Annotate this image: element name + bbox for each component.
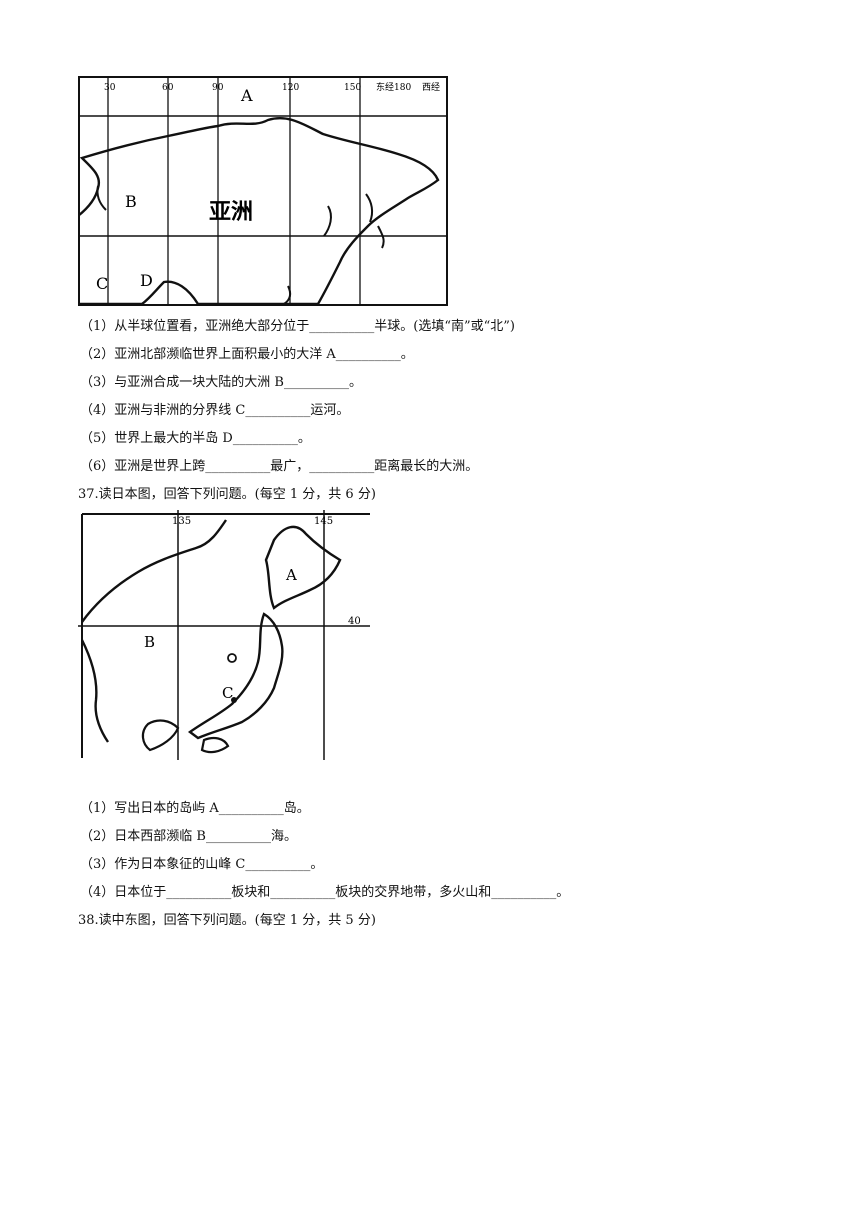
- asia-tick-30: 30: [104, 83, 116, 93]
- asia-tick-60: 60: [162, 83, 174, 93]
- japan-question-2: （2）日本西部濒临 B__________海。: [80, 829, 297, 844]
- asia-label-b: B: [125, 192, 137, 211]
- japan-question-1: （1）写出日本的岛屿 A__________岛。: [80, 801, 310, 816]
- japan-label-c: C: [222, 684, 233, 702]
- asia-question-5: （5）世界上最大的半岛 D__________。: [80, 431, 311, 446]
- asia-question-4: （4）亚洲与非洲的分界线 C__________运河。: [80, 403, 350, 418]
- asia-map: 亚洲 A B C D 30 60 90 120 150 东经180 西经: [78, 76, 450, 306]
- asia-tick-90: 90: [212, 83, 224, 93]
- japan-tick-40: 40: [348, 616, 361, 627]
- question-38-heading: 38.读中东图，回答下列问题。(每空 1 分，共 5 分): [78, 913, 376, 928]
- question-37-heading: 37.读日本图，回答下列问题。(每空 1 分，共 6 分): [78, 487, 376, 502]
- asia-tick-120: 120: [282, 83, 299, 93]
- asia-tick-150: 150: [344, 83, 361, 93]
- asia-label-d: D: [140, 271, 153, 290]
- japan-map-svg: A B C 135 145 40: [78, 510, 370, 760]
- asia-label-c: C: [96, 274, 108, 293]
- asia-map-title: 亚洲: [209, 199, 253, 225]
- asia-map-svg: 亚洲 A B C D 30 60 90 120 150 东经180 西经: [78, 76, 448, 306]
- japan-label-a: A: [285, 566, 297, 584]
- asia-question-2: （2）亚洲北部濒临世界上面积最小的大洋 A__________。: [80, 347, 414, 362]
- asia-tick-180: 东经180: [376, 81, 411, 93]
- japan-question-3: （3）作为日本象征的山峰 C__________。: [80, 857, 324, 872]
- japan-tick-135: 135: [172, 516, 191, 527]
- japan-map: A B C 135 145 40: [78, 510, 370, 760]
- japan-question-4: （4）日本位于__________板块和__________板块的交界地带，多火…: [80, 885, 570, 900]
- asia-tick-west: 西经: [422, 81, 440, 93]
- asia-label-a: A: [240, 86, 253, 105]
- japan-label-b: B: [144, 633, 155, 651]
- asia-question-6: （6）亚洲是世界上跨__________最广，__________距离最长的大洲…: [80, 459, 479, 474]
- japan-tick-145: 145: [314, 516, 333, 527]
- asia-question-3: （3）与亚洲合成一块大陆的大洲 B__________。: [80, 375, 362, 390]
- asia-question-1: （1）从半球位置看，亚洲绝大部分位于__________半球。(选填“南”或“北…: [80, 319, 515, 334]
